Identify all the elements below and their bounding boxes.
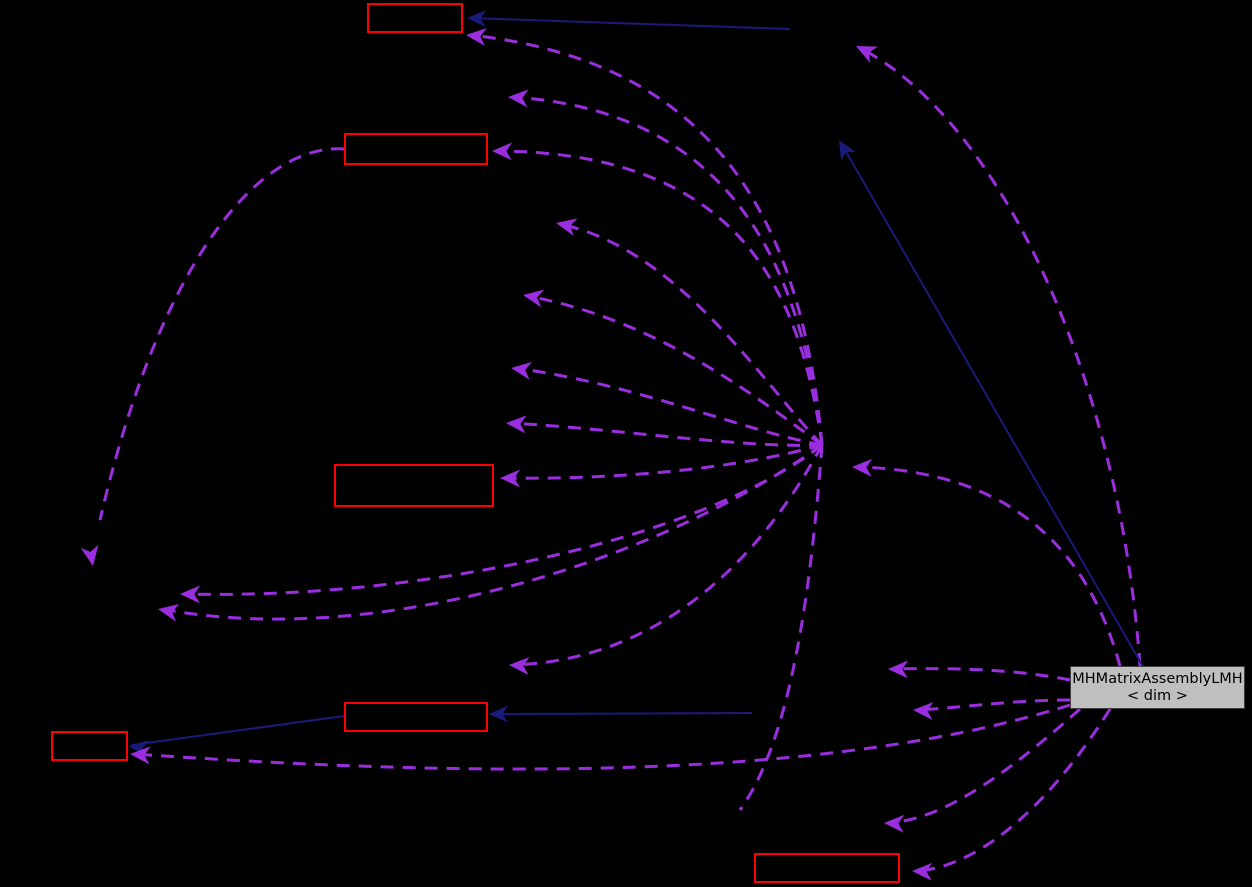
graph-node-label-line2: < dim > [1127,687,1188,704]
graph-edge-arrowhead [888,660,909,679]
graph-edge-arrowhead [508,89,529,108]
graph-edge-arrowhead [556,218,578,236]
graph-edge-arrowhead [80,544,99,566]
graph-edge-arrowhead [158,603,180,622]
graph-edge [469,17,791,30]
graph-node[interactable] [754,853,900,883]
graph-edge-arrowhead [506,415,527,434]
graph-edge-arrowhead [467,10,487,28]
graph-edge-arrowhead [489,705,508,723]
graph-edge [469,33,824,446]
graph-edge-arrowhead [884,814,905,833]
graph-node-focus[interactable]: MHMatrixAssemblyLMH< dim > [1070,666,1245,709]
graph-edge [559,222,824,447]
graph-edge-arrowhead [856,46,878,63]
graph-node-label: MHMatrixAssemblyLMH< dim > [1072,671,1242,704]
graph-edge [511,95,824,446]
graph-edge [859,46,1142,667]
graph-node[interactable] [334,464,494,507]
graph-edge [916,698,1071,712]
graph-edge [503,443,823,480]
graph-edge-arrowhead [852,458,873,477]
graph-edge-arrowhead [180,585,201,604]
graph-edge-arrowhead [466,28,487,47]
graph-node[interactable] [51,731,128,761]
graph-edge [840,142,1146,671]
graph-edge [133,703,1071,771]
graph-edge [161,443,823,621]
graph-edge-arrowhead [500,469,521,488]
graph-edge-arrowhead [492,142,513,161]
graph-edge [526,294,823,447]
graph-edge-arrowhead [912,862,933,881]
graph-edge-arrowhead [130,746,151,765]
graph-edge-arrowhead [523,289,545,308]
graph-edge [131,715,345,746]
graph-node[interactable] [344,702,488,732]
graph-edge [514,366,823,447]
graph-edge [98,147,345,521]
graph-edge [491,712,753,715]
graph-node-label-line1: MHMatrixAssemblyLMH [1072,670,1243,687]
graph-node[interactable] [367,3,463,33]
graph-edge [738,444,824,811]
graph-edge [855,465,1122,667]
graph-node[interactable] [344,133,488,165]
graph-edge [891,667,1071,682]
graph-edge-arrowhead [839,140,856,161]
graph-edge-arrowhead [509,657,530,676]
graph-edge [512,444,824,667]
graph-edge-arrowhead [511,361,533,380]
graph-edge [495,149,824,446]
graph-edge [509,421,823,447]
graph-edge [915,708,1112,873]
graph-edge-arrowhead [913,702,934,721]
graph-edge [887,707,1081,825]
